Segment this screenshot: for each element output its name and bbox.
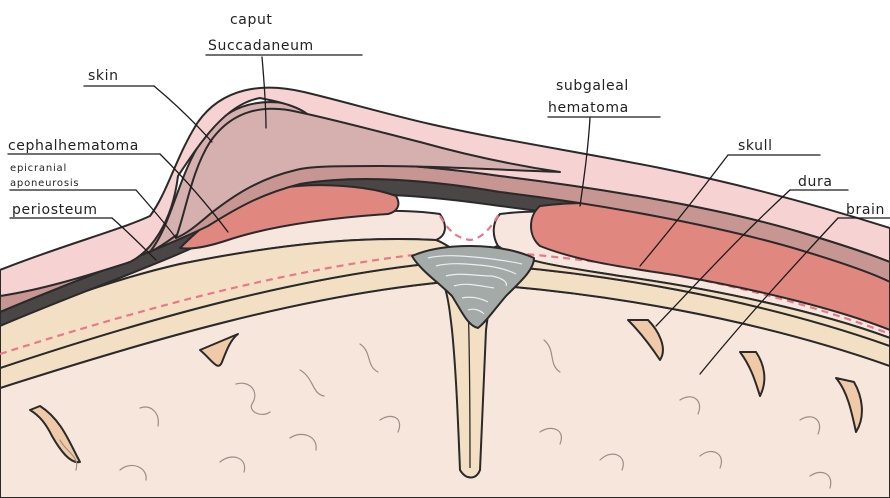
subgaleal-label-line2: hematoma [548,100,629,116]
subgaleal-label-line1: subgaleal [556,78,629,94]
epicranial-label-line1: epicranial [10,163,67,174]
periosteum-label: periosteum [12,202,98,218]
skin-label: skin [88,68,119,84]
skull-label: skull [738,138,773,154]
dura-label: dura [798,174,833,190]
brain-label: brain [846,202,885,218]
cephalhematoma-label: cephalhematoma [8,138,139,154]
caput-label-line1: caput [230,12,273,28]
caput-label-line2: Succadaneum [208,38,314,54]
sinus-dashed [440,212,500,240]
epicranial-label-line2: aponeurosis [10,178,79,189]
